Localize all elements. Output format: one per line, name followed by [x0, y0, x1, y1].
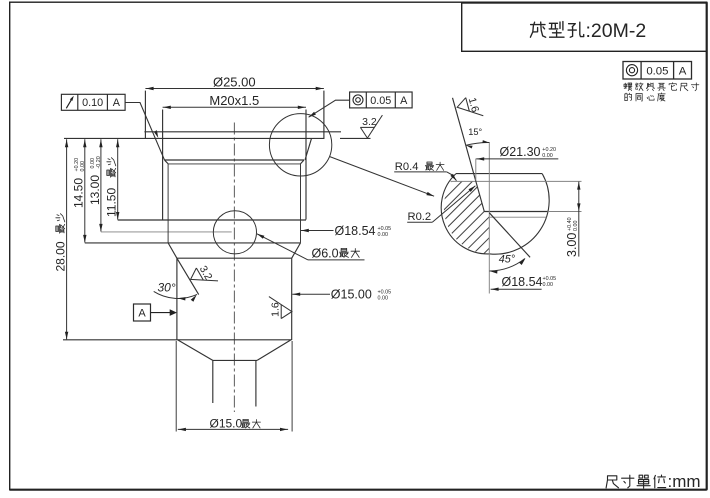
- svg-text:0.00: 0.00: [542, 153, 553, 159]
- svg-text:+0.20: +0.20: [542, 147, 556, 153]
- svg-text:0.10: 0.10: [82, 97, 103, 109]
- svg-text:1.6: 1.6: [466, 96, 481, 113]
- svg-text:0.00: 0.00: [378, 295, 389, 301]
- svg-text:15°: 15°: [468, 127, 482, 137]
- svg-text:1.6: 1.6: [270, 302, 282, 317]
- svg-text:-0.20: -0.20: [96, 156, 102, 168]
- svg-text:0.00: 0.00: [573, 221, 579, 232]
- svg-text:+0.05: +0.05: [543, 276, 557, 282]
- svg-text:3.2: 3.2: [362, 116, 377, 128]
- svg-text:Ø21.30: Ø21.30: [500, 145, 541, 159]
- svg-text:A: A: [113, 97, 121, 109]
- svg-text:0.00: 0.00: [543, 282, 554, 288]
- svg-text:11.50: 11.50: [105, 188, 119, 217]
- svg-text:R0.2: R0.2: [408, 211, 432, 223]
- svg-text:+0.05: +0.05: [378, 226, 392, 232]
- svg-text:A: A: [138, 308, 146, 320]
- svg-text:Ø6.0: Ø6.0: [312, 246, 339, 260]
- svg-text:0.00: 0.00: [378, 232, 389, 238]
- svg-text:Ø25.00: Ø25.00: [213, 74, 256, 89]
- svg-text:28.00: 28.00: [53, 241, 67, 271]
- svg-text:+0.40: +0.40: [567, 217, 573, 231]
- svg-text:+0.20: +0.20: [74, 158, 80, 172]
- svg-text:3.00: 3.00: [565, 233, 579, 257]
- svg-text:30°: 30°: [158, 281, 176, 295]
- svg-text:A: A: [400, 95, 408, 107]
- svg-text:0.05: 0.05: [646, 66, 668, 78]
- svg-text:+0.05: +0.05: [378, 289, 392, 295]
- svg-text:A: A: [679, 66, 687, 78]
- svg-text:0.00: 0.00: [80, 161, 86, 172]
- svg-text:0.05: 0.05: [370, 95, 391, 107]
- svg-text::mm: :mm: [668, 472, 701, 491]
- svg-text:M20x1.5: M20x1.5: [209, 93, 259, 108]
- svg-text:0.00: 0.00: [90, 158, 96, 169]
- svg-text:Ø15.0: Ø15.0: [210, 417, 243, 431]
- svg-text:Ø18.54: Ø18.54: [335, 224, 376, 238]
- svg-text:Ø18.54: Ø18.54: [502, 275, 543, 289]
- svg-text:13.00: 13.00: [88, 175, 102, 205]
- svg-text::20M-2: :20M-2: [586, 20, 647, 42]
- svg-text:45°: 45°: [499, 254, 516, 266]
- svg-text:14.50: 14.50: [72, 178, 86, 208]
- svg-text:Ø15.00: Ø15.00: [331, 288, 372, 302]
- svg-text:R0.4: R0.4: [395, 161, 419, 173]
